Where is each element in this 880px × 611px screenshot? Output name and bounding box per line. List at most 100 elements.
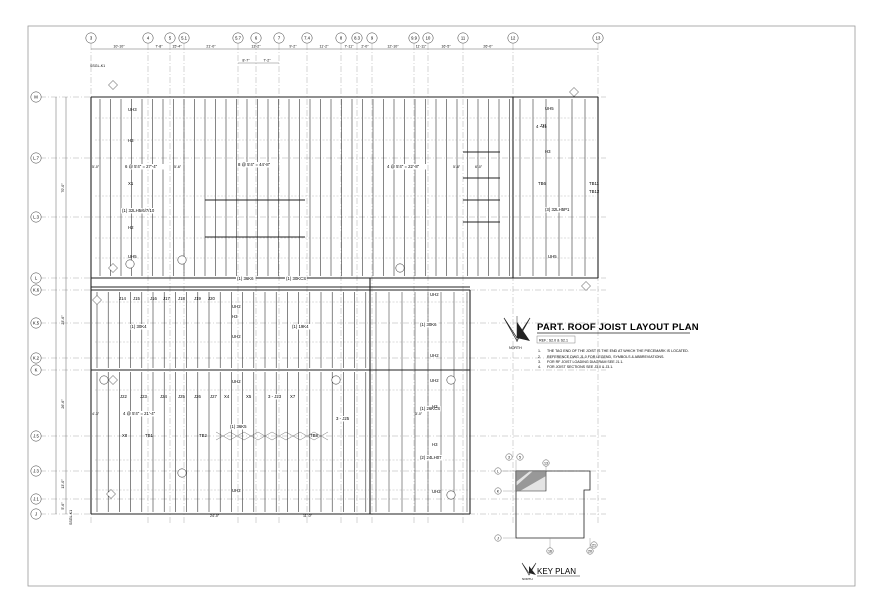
joist-mark: TB2 <box>199 433 207 438</box>
column-grid-label: 5.1 <box>181 36 187 41</box>
dimension-note: 11'-0" <box>303 514 313 518</box>
label-backdrop <box>291 324 311 330</box>
joist-mark: X5 <box>246 394 252 399</box>
spacing-note: 3 - J23 <box>268 394 282 399</box>
key-plan: L K J 3 5 13 16 20 21 NORTH KEY PLAN <box>494 453 598 581</box>
dimension-label: 7'-2" <box>263 59 271 63</box>
dimension-label: 8'-7" <box>242 59 250 63</box>
dimension-label: 11'-2" <box>320 45 330 49</box>
label-backdrop <box>419 406 441 412</box>
dimension-note: 24'-0" <box>210 514 220 518</box>
section-reference: SSGL-K1 <box>90 64 105 68</box>
key-plan-outline <box>503 460 591 548</box>
column-grid-label: 9.9 <box>411 36 417 41</box>
row-grid-bubble <box>30 493 42 505</box>
note-number: 4. <box>538 365 541 369</box>
row-grid-label: L.3 <box>33 215 39 220</box>
column-grid-bubble <box>351 32 363 44</box>
row-grid-label: K <box>35 368 38 373</box>
plan-title-block: NORTH PART. ROOF JOIST LAYOUT PLAN REF.:… <box>503 316 699 369</box>
label-backdrop <box>267 394 286 400</box>
joist-mark: UH2 <box>430 292 439 297</box>
note-number: 1. <box>538 349 541 353</box>
joist-mark: J20 <box>208 296 216 301</box>
label-backdrop <box>386 164 428 170</box>
joist-mark: J19 <box>194 296 202 301</box>
key-plan-grid-label: K <box>497 490 500 494</box>
row-grid-label: K.6 <box>33 288 40 293</box>
joist-type-label: (1) 30K4 <box>130 324 147 329</box>
row-grid-bubble <box>30 317 42 329</box>
row-grid-bubble <box>30 364 42 376</box>
north-arrow-icon <box>503 316 531 342</box>
column-grid-label: 8 <box>340 36 343 41</box>
joist-type-label: (3) 32LH5P1 <box>545 207 570 212</box>
note-number: 2. <box>538 355 541 359</box>
joist-mark: J16 <box>150 296 158 301</box>
section-callout-tag <box>99 375 109 385</box>
column-grid-label: 9 <box>371 36 374 41</box>
column-grid-bubble <box>85 32 97 44</box>
note-text: FOR JOIST SECTIONS SEE J3.0 & J3.1. <box>547 365 613 369</box>
row-grid-bubble <box>30 430 42 442</box>
key-plan-grid-label: 13 <box>544 462 548 466</box>
sheet-border <box>27 25 856 587</box>
label-backdrop <box>129 324 149 330</box>
dimension-note: 5'-0" <box>92 165 100 169</box>
joist-type-label: (1) 19K4 <box>292 324 309 329</box>
joist-mark: UH2 <box>430 353 439 358</box>
joist-mark: TB6 <box>538 181 546 186</box>
joist-mark: UH5 <box>548 254 557 259</box>
detail-callout-tag <box>581 281 591 291</box>
joist-mark: X1 <box>128 181 134 186</box>
dimension-label: 7'-11" <box>345 45 355 49</box>
label-backdrop <box>229 424 249 430</box>
spacing-note: 8 @ 5'4" = 44'-8" <box>238 162 271 167</box>
joist-mark: J15 <box>133 296 141 301</box>
column-grid-bubble <box>250 32 262 44</box>
joist-annotations: (1) 32LH5/6/7/10 (3) 32LH5P1 (1) 30K4 (1) 1… <box>92 80 600 518</box>
dimension-label: 13'-2" <box>251 45 261 49</box>
dimension-label: 23'-6" <box>61 315 65 325</box>
cross-bridging <box>271 431 287 441</box>
column-grid-bubble <box>592 32 604 44</box>
label-backdrop <box>544 207 571 213</box>
row-grid-label: M <box>34 95 38 100</box>
label-backdrop <box>124 164 166 170</box>
joist-mark: H2 <box>128 225 134 230</box>
label-backdrop <box>335 416 354 422</box>
row-grid-label: K.2 <box>33 356 40 361</box>
joist-type-label: (2) 24LH07 <box>420 455 442 460</box>
column-grid-bubble <box>273 32 285 44</box>
joist-mark: UH2 <box>232 488 241 493</box>
joist-mark: UH3 <box>128 107 137 112</box>
dimension-note: 5'-8" <box>453 165 461 169</box>
dimension-note: 4'-3" <box>92 412 100 416</box>
row-grid-bubble <box>30 152 42 164</box>
spacing-note: 4 @ 5'4" = 22'-8" <box>387 164 420 169</box>
joist-mark: J14 <box>119 296 127 301</box>
joist-mark: UH2 <box>232 379 241 384</box>
section-reference: SSGL-K1 <box>69 510 73 525</box>
section-callout-tag <box>446 375 456 385</box>
cross-bridging <box>229 431 245 441</box>
cross-bridging <box>299 431 315 441</box>
column-grid-label: 3 <box>90 36 93 41</box>
section-callout-tag <box>125 259 135 269</box>
note-text: THE TAG END OF THE JOIST IS THE END AT W… <box>547 349 689 353</box>
row-grid-label: J.5 <box>33 434 39 439</box>
note-text: FOR RF JOIST LOADING DIAGRAM SEE J1.1. <box>547 360 623 364</box>
column-grid-bubble <box>366 32 378 44</box>
joist-mark: H3 <box>432 442 438 447</box>
note-text: REFERENCE DWG J1.0 FOR LEGEND, SYMBOLS &… <box>547 355 664 359</box>
detail-callout-tag <box>92 295 102 305</box>
dimension-label: 10'-10" <box>113 45 125 49</box>
row-grid-bubble <box>30 465 42 477</box>
north-label: NORTH <box>509 346 522 350</box>
joist-type-label: (1) 32LH5/6/7/10 <box>122 208 155 213</box>
dimension-label: 26'-6" <box>61 399 65 409</box>
row-grid-bubble <box>30 272 42 284</box>
column-grid-label: 5 <box>169 36 172 41</box>
label-backdrop <box>236 276 256 282</box>
